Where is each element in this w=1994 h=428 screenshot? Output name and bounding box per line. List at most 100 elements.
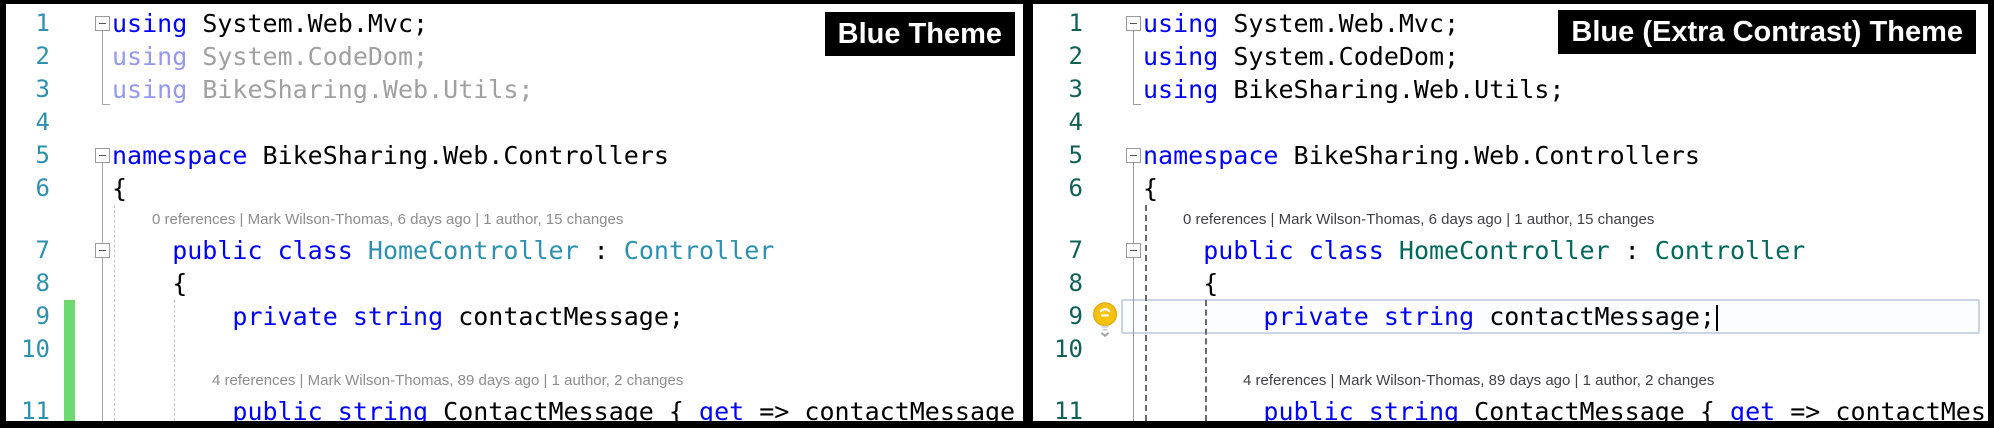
line-number: 9 (35, 302, 50, 330)
collapse-toggle-icon[interactable] (95, 148, 110, 163)
code-token-keyword: using (112, 9, 188, 38)
change-bar (64, 300, 75, 421)
codelens-indicator[interactable]: 4 references | Mark Wilson-Thomas, 89 da… (212, 372, 684, 389)
code-token-keyword: private (1263, 302, 1369, 331)
code-token-plain (1294, 236, 1309, 265)
indent-guide (174, 300, 176, 421)
code-line[interactable]: using System.Web.Mvc; (1143, 7, 1459, 40)
code-token-plain (1369, 302, 1384, 331)
code-token-keyword_faded: using (112, 75, 188, 104)
code-token-keyword_faded: using (112, 42, 188, 71)
code-token-plain: { (112, 174, 128, 203)
code-token-keyword: string (1383, 302, 1475, 331)
code-token-keyword: public (232, 397, 323, 421)
code-token-keyword: using (1143, 75, 1219, 104)
outline-line (102, 163, 103, 421)
code-token-plain (353, 236, 368, 265)
text-cursor (1715, 305, 1718, 331)
code-line[interactable]: public string ContactMessage { get => co… (1143, 395, 1988, 421)
code-line[interactable]: namespace BikeSharing.Web.Controllers (112, 139, 669, 172)
code-line[interactable]: private string contactMessage; (1143, 300, 1718, 333)
code-token-plain: { (172, 269, 188, 298)
outline-line (102, 31, 103, 104)
code-token-type: Controller (623, 236, 775, 265)
code-token-keyword: public (1263, 397, 1354, 421)
code-token-plain: { (1203, 269, 1219, 298)
collapse-toggle-icon[interactable] (1126, 16, 1141, 31)
code-line[interactable]: using System.CodeDom; (112, 40, 428, 73)
line-number: 3 (35, 75, 50, 103)
code-token-keyword: private (232, 302, 338, 331)
outline-line (1133, 163, 1134, 421)
code-token-plain_faded: System.CodeDom; (187, 42, 429, 71)
collapse-toggle-icon[interactable] (95, 16, 110, 31)
line-number: 9 (1068, 302, 1083, 330)
collapse-toggle-icon[interactable] (95, 243, 110, 258)
code-token-plain: BikeSharing.Web.Utils; (1218, 75, 1565, 104)
theme-label-blue-extra-contrast: Blue (Extra Contrast) Theme (1558, 10, 1976, 54)
code-line[interactable]: { (1143, 172, 1158, 205)
line-number: 6 (1068, 174, 1083, 202)
line-number: 1 (35, 9, 50, 37)
code-line[interactable]: public class HomeController : Controller (112, 234, 774, 267)
code-token-keyword: string (352, 302, 444, 331)
code-line[interactable]: using BikeSharing.Web.Utils; (112, 73, 533, 106)
code-line[interactable]: { (112, 172, 127, 205)
code-token-plain (323, 397, 338, 421)
collapse-toggle-icon[interactable] (1126, 243, 1141, 258)
line-number: 3 (1068, 75, 1083, 103)
code-token-type: HomeController (1398, 236, 1610, 265)
code-token-keyword: namespace (1143, 141, 1279, 170)
code-token-keyword: public (172, 236, 263, 265)
code-line[interactable]: namespace BikeSharing.Web.Controllers (1143, 139, 1700, 172)
code-token-plain (263, 236, 278, 265)
line-number: 4 (35, 108, 50, 136)
code-token-plain (1354, 397, 1369, 421)
code-token-keyword: using (1143, 42, 1219, 71)
line-number: 1 (1068, 9, 1083, 37)
line-number: 8 (1068, 269, 1083, 297)
line-number: 2 (35, 42, 50, 70)
code-token-plain: BikeSharing.Web.Controllers (1278, 141, 1700, 170)
codelens-indicator[interactable]: 4 references | Mark Wilson-Thomas, 89 da… (1243, 372, 1715, 389)
code-token-type: Controller (1654, 236, 1806, 265)
code-line[interactable]: { (112, 267, 187, 300)
codelens-indicator[interactable]: 0 references | Mark Wilson-Thomas, 6 day… (152, 211, 624, 228)
code-token-keyword: string (337, 397, 429, 421)
code-token-plain: => contactMessage (744, 397, 1016, 421)
code-token-plain: ContactMessage { (1459, 397, 1731, 421)
code-token-plain (338, 302, 353, 331)
indent-guide (1145, 205, 1147, 421)
code-token-keyword: using (1143, 9, 1219, 38)
line-number: 11 (1054, 397, 1083, 421)
line-number: 4 (1068, 108, 1083, 136)
theme-label-blue: Blue Theme (824, 12, 1015, 56)
collapse-toggle-icon[interactable] (1126, 148, 1141, 163)
code-line[interactable]: private string contactMessage; (112, 300, 684, 333)
code-token-plain: BikeSharing.Web.Controllers (247, 141, 669, 170)
code-line[interactable]: using BikeSharing.Web.Utils; (1143, 73, 1564, 106)
lightbulb-icon[interactable] (1089, 301, 1121, 342)
code-line[interactable]: public class HomeController : Controller (1143, 234, 1805, 267)
code-line[interactable]: using System.CodeDom; (1143, 40, 1459, 73)
line-number: 5 (35, 141, 50, 169)
code-line[interactable]: { (1143, 267, 1218, 300)
code-line[interactable]: using System.Web.Mvc; (112, 7, 428, 40)
code-token-plain: { (1143, 174, 1159, 203)
code-token-plain: => contactMessage (1790, 397, 1988, 421)
indent-guide (114, 205, 115, 421)
line-number: 7 (35, 236, 50, 264)
code-line[interactable]: public string ContactMessage { get => co… (112, 395, 1015, 421)
code-token-keyword: class (277, 236, 353, 265)
code-token-plain: : (578, 236, 624, 265)
code-token-plain: : (1609, 236, 1655, 265)
code-token-plain (1384, 236, 1399, 265)
code-token-plain: System.Web.Mvc; (1218, 9, 1460, 38)
code-token-plain: System.CodeDom; (1218, 42, 1460, 71)
codelens-indicator[interactable]: 0 references | Mark Wilson-Thomas, 6 day… (1183, 211, 1655, 228)
line-number: 11 (21, 397, 50, 421)
code-token-plain_faded: BikeSharing.Web.Utils; (187, 75, 534, 104)
current-line-highlight (1121, 299, 1980, 334)
line-number: 5 (1068, 141, 1083, 169)
indent-guide (1205, 300, 1208, 421)
